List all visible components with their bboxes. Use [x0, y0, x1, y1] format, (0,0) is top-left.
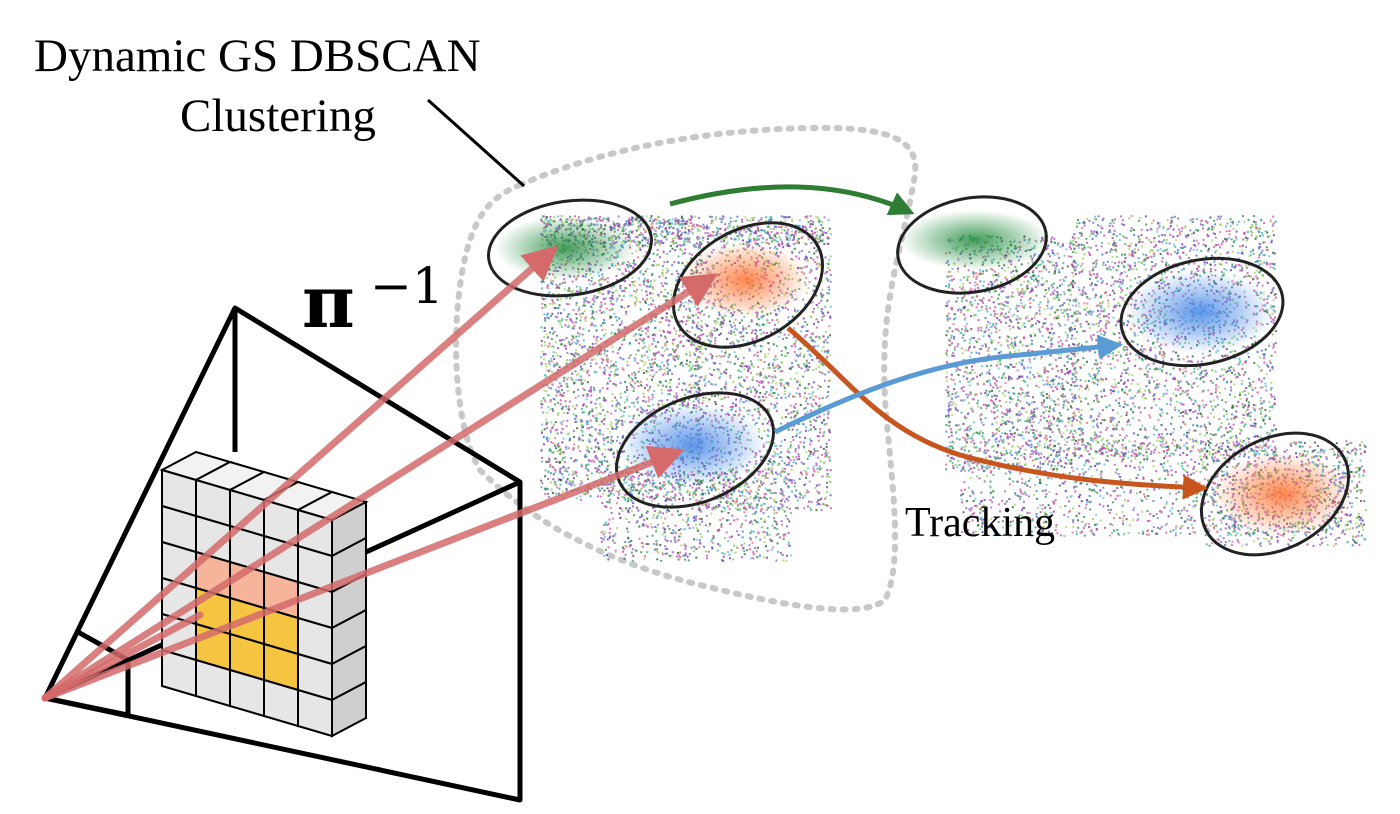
title-leader-line	[426, 98, 526, 188]
projection-symbol: π	[302, 259, 355, 344]
cluster-blob-orange-2	[1212, 452, 1352, 536]
cluster-ellipse-blue-2	[1119, 256, 1285, 368]
projection-rays	[41, 245, 718, 702]
projection-exponent: −1	[370, 257, 444, 315]
ray-blue	[41, 445, 685, 702]
cluster-ellipse-green-2	[896, 195, 1048, 295]
tracking-arrow-green	[669, 184, 915, 216]
tracking-arrow-blue	[773, 334, 1123, 435]
cluster-boundary-dotted	[453, 124, 919, 613]
camera-frustum-icon	[42, 305, 523, 803]
frustum-near-plane	[76, 629, 131, 715]
image-pixel-grid	[159, 450, 369, 738]
cluster-ellipse-blue-1	[615, 391, 775, 509]
cluster-blob-green-1	[495, 216, 635, 280]
title-line-1: Dynamic GS DBSCAN	[34, 30, 481, 82]
cluster-blob-blue-1	[617, 403, 767, 487]
title-line-2: Clustering	[180, 90, 376, 142]
ray-near-1	[41, 611, 204, 702]
tracking-arrow-orange	[786, 326, 1208, 500]
cluster-blob-green-2	[900, 210, 1050, 270]
cluster-ellipse-orange-2	[1199, 431, 1351, 557]
cluster-ellipse-orange-1	[671, 221, 825, 349]
ray-orange	[41, 273, 718, 702]
cluster-ellipse-green-1	[487, 198, 653, 298]
tracking-label: Tracking	[905, 500, 1056, 546]
ray-green	[41, 245, 559, 702]
cluster-blob-blue-2	[1125, 270, 1275, 354]
